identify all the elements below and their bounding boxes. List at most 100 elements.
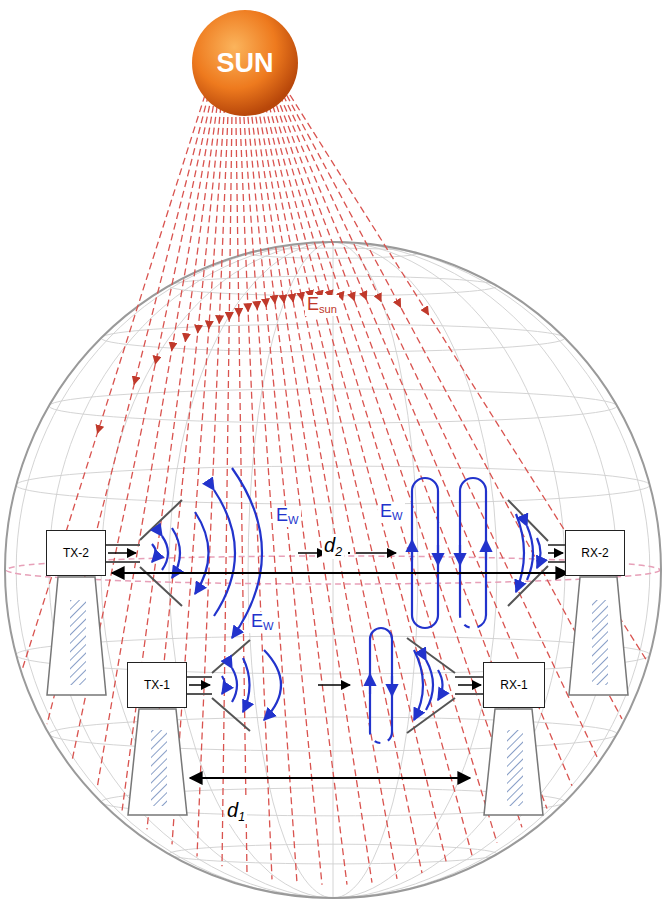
equipment-box: RX-2 <box>565 530 625 576</box>
wave-arc <box>264 650 281 720</box>
ray-arrowhead <box>172 344 173 350</box>
distance-arrow <box>190 777 470 779</box>
wave-arc <box>527 526 533 580</box>
sun-ray <box>276 95 547 809</box>
sun-ray <box>270 95 497 843</box>
feed-line <box>455 677 483 694</box>
sun-ray <box>47 95 208 724</box>
plane-wave <box>412 478 438 628</box>
sun-ray <box>287 95 622 719</box>
sun-ray <box>197 95 229 857</box>
field-label: EW <box>378 502 405 523</box>
horn <box>407 638 455 733</box>
propagation-arrow <box>356 552 396 554</box>
ray-arrowhead <box>301 295 302 301</box>
wave-arrow <box>459 545 461 565</box>
ray-arrowhead <box>265 301 267 307</box>
ray-arrowhead <box>398 302 401 307</box>
ray-arrowhead <box>97 427 99 433</box>
feed-arrow <box>548 552 563 554</box>
sun-label: SUN <box>216 48 273 79</box>
sun-ray <box>273 95 522 827</box>
plane-wave <box>460 478 486 628</box>
sun-ray <box>22 95 205 670</box>
sun-body <box>192 10 298 116</box>
wave-arc <box>414 650 423 720</box>
wave-arrow <box>369 674 371 694</box>
feed-line <box>548 545 565 562</box>
sun-ray <box>256 95 397 879</box>
box-label: RX-1 <box>500 678 527 692</box>
sun-ray <box>242 95 297 883</box>
ray-arrowhead <box>197 327 199 333</box>
equipment-box: TX-2 <box>46 530 106 576</box>
sun-ray <box>280 95 572 786</box>
wave-arc <box>516 514 524 592</box>
distance-label: d1 <box>225 799 247 824</box>
tower-hatch <box>70 600 86 685</box>
sun-ray <box>172 95 225 844</box>
distance-label: d2 <box>322 534 344 559</box>
feed-line <box>187 677 212 694</box>
tower <box>484 709 543 815</box>
wave-arrow <box>485 540 487 560</box>
tower <box>47 577 106 695</box>
tower-hatch <box>507 730 523 806</box>
ray-arrowhead <box>425 310 428 315</box>
distance-arrows <box>112 573 568 778</box>
wave-arc <box>222 676 225 694</box>
tower <box>128 709 187 815</box>
feed-line <box>106 545 140 562</box>
ray-arrowhead <box>219 317 221 323</box>
feed-arrow <box>458 684 481 686</box>
ray-arrowhead <box>341 294 343 300</box>
feed-arrow <box>108 552 136 554</box>
ray-arrowhead <box>379 296 382 301</box>
ray-arrowhead <box>274 297 276 303</box>
box-label: RX-2 <box>581 546 608 560</box>
wave-arc <box>195 512 209 594</box>
sun-ray <box>263 95 447 865</box>
ray-arrowhead <box>292 296 293 302</box>
sun-ray <box>222 95 232 866</box>
wave-arc <box>152 544 156 562</box>
tower-hatch <box>151 730 167 806</box>
field-label: EW <box>249 612 276 633</box>
wave-arrow <box>437 545 439 565</box>
sun-rays <box>22 95 647 885</box>
equipment-box: TX-1 <box>127 662 187 708</box>
ray-arrowhead <box>208 323 210 329</box>
sun-ray <box>122 95 219 811</box>
sun-ray <box>246 95 322 885</box>
wave-arc <box>172 528 180 578</box>
ray-arrowhead <box>247 305 249 311</box>
ray-arrowhead <box>283 297 285 303</box>
sun-ray <box>259 95 422 873</box>
sun-ray <box>97 95 215 789</box>
box-label: TX-1 <box>144 678 170 692</box>
sun-ray <box>253 95 372 883</box>
horn <box>212 640 250 731</box>
ray-arrowhead <box>256 303 258 309</box>
sun-ray <box>283 95 597 757</box>
wave-arc <box>162 536 168 570</box>
wave-arc <box>426 660 433 710</box>
sun-circle: SUN <box>190 8 300 118</box>
horn <box>508 500 548 606</box>
ray-arrowhead <box>229 314 230 320</box>
ray-arrowhead <box>238 310 239 316</box>
wave-arc <box>243 658 250 712</box>
box-label: TX-2 <box>63 546 89 560</box>
horn <box>140 500 182 606</box>
ray-arrowhead <box>352 295 354 301</box>
feed-arrow <box>189 684 210 686</box>
equipment-box: RX-1 <box>483 662 545 708</box>
wave-arc <box>232 668 237 702</box>
horn-antennas <box>106 500 565 733</box>
wave-arc <box>537 538 541 568</box>
field-label: EW <box>274 506 301 527</box>
propagation-arrow <box>318 684 350 686</box>
wave-arrow <box>411 540 413 560</box>
plane-wave <box>370 628 392 743</box>
